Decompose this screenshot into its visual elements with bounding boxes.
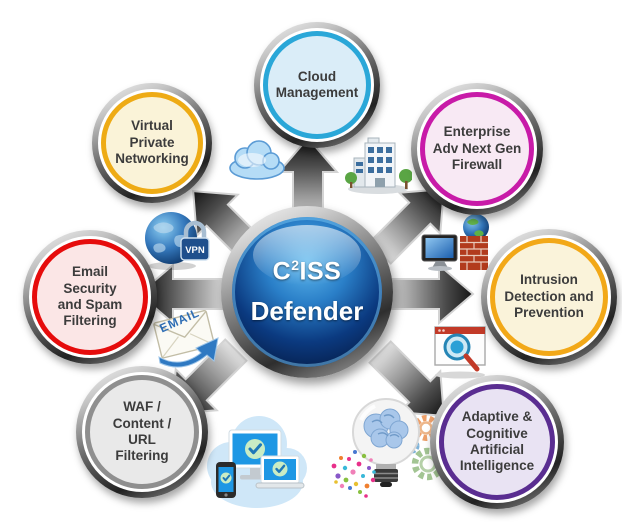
- metal-ring: Virtual Private Networking: [92, 83, 212, 203]
- center-ball: C2ISS Defender: [232, 217, 382, 367]
- node-waf-content-url-filtering: WAF / Content / URL Filtering: [76, 366, 208, 498]
- color-dots: [331, 450, 376, 498]
- center-title-line1: C2ISS: [272, 257, 342, 286]
- email-icon: EMAIL: [153, 305, 219, 368]
- search-window-icon: [434, 326, 486, 379]
- gloss-highlight: [253, 224, 361, 285]
- center-node-c2iss-defender: C2ISS Defender: [221, 206, 393, 378]
- node-adaptive-cognitive-artificial-intelligence: Adaptive & Cognitive Artificial Intellig…: [430, 375, 564, 509]
- node-face: WAF / Content / URL Filtering: [85, 375, 199, 489]
- metal-ring: Adaptive & Cognitive Artificial Intellig…: [430, 375, 564, 509]
- node-face: Virtual Private Networking: [101, 92, 203, 194]
- node-virtual-private-networking: Virtual Private Networking: [92, 83, 212, 203]
- devices-cloud-icon: [207, 416, 307, 508]
- metal-ring: Intrusion Detection and Prevention: [481, 229, 617, 365]
- building-icon: [345, 137, 412, 194]
- cloud-icon: [229, 140, 285, 180]
- vpn-globe-icon: VPN: [145, 212, 210, 270]
- center-title-line2: Defender: [250, 295, 364, 326]
- node-face: Intrusion Detection and Prevention: [490, 238, 608, 356]
- node-label: WAF / Content / URL Filtering: [112, 399, 172, 464]
- node-face: Adaptive & Cognitive Artificial Intellig…: [439, 384, 555, 500]
- node-face: Email Security and Spam Filtering: [32, 239, 148, 355]
- node-label: Enterprise Adv Next Gen Firewall: [432, 124, 522, 173]
- node-label: Virtual Private Networking: [115, 118, 189, 167]
- node-label: Intrusion Detection and Prevention: [504, 272, 594, 321]
- center-title: C2ISS Defender: [251, 257, 364, 326]
- metal-ring: Enterprise Adv Next Gen Firewall: [411, 83, 543, 215]
- vpn-label: VPN: [185, 245, 205, 256]
- node-face: Enterprise Adv Next Gen Firewall: [420, 92, 534, 206]
- node-face: Cloud Management: [263, 31, 371, 139]
- node-email-security-and-spam-filtering: Email Security and Spam Filtering: [23, 230, 157, 364]
- metal-ring: Email Security and Spam Filtering: [23, 230, 157, 364]
- node-label: Adaptive & Cognitive Artificial Intellig…: [459, 409, 535, 474]
- node-label: Cloud Management: [275, 68, 359, 100]
- node-enterprise-adv-next-gen-firewall: Enterprise Adv Next Gen Firewall: [411, 83, 543, 215]
- metal-ring: Cloud Management: [254, 22, 380, 148]
- firewall-icon: [421, 214, 489, 271]
- center-metal-ring: C2ISS Defender: [221, 206, 393, 378]
- node-label: Email Security and Spam Filtering: [57, 264, 123, 329]
- metal-ring: WAF / Content / URL Filtering: [76, 366, 208, 498]
- ai-lightbulb-icon: [331, 398, 445, 498]
- node-cloud-management: Cloud Management: [254, 22, 380, 148]
- node-intrusion-detection-and-prevention: Intrusion Detection and Prevention: [481, 229, 617, 365]
